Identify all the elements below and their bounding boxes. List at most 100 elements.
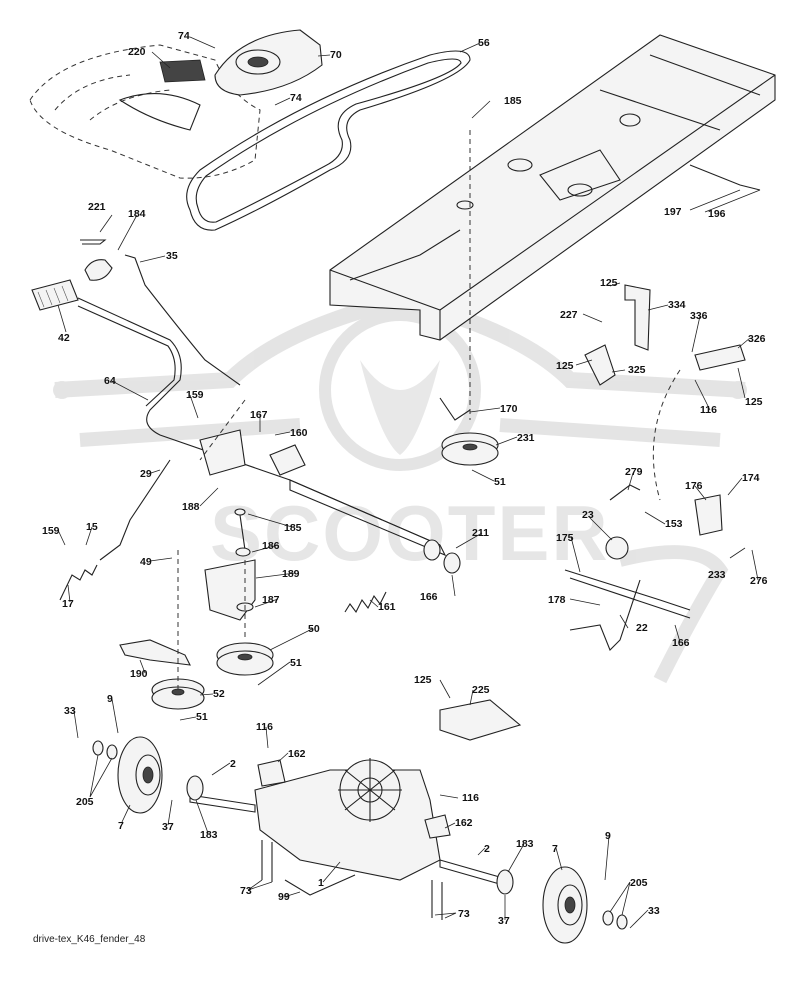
callout-184: 184	[128, 208, 146, 220]
rod-29	[99, 459, 171, 561]
callout-279: 279	[625, 466, 643, 478]
callout-188: 188	[182, 501, 200, 513]
watermark-logo: SCOOTER	[53, 291, 747, 684]
callout-205: 205	[630, 877, 648, 889]
callout-7: 7	[552, 843, 558, 855]
callout-23: 23	[582, 509, 594, 521]
bracket-325	[584, 344, 616, 386]
diagram-caption: drive-tex_K46_fender_48	[33, 934, 146, 945]
hub-7a	[117, 736, 163, 814]
callout-326: 326	[748, 333, 766, 345]
callout-334: 334	[668, 299, 686, 311]
callout-35: 35	[166, 250, 178, 262]
callout-167: 167	[250, 409, 268, 421]
callout-162: 162	[288, 748, 306, 760]
callout-186: 186	[262, 540, 280, 552]
callout-51: 51	[196, 711, 208, 723]
bracket-334	[624, 284, 651, 351]
sphere-23	[605, 536, 629, 560]
callout-276: 276	[750, 575, 768, 587]
callout-52: 52	[213, 688, 225, 700]
bracket-176	[694, 494, 723, 536]
callout-125: 125	[556, 360, 574, 372]
shroud-70	[214, 29, 323, 96]
callout-166: 166	[420, 591, 438, 603]
callout-51: 51	[494, 476, 506, 488]
knob-184	[84, 259, 113, 281]
rod-175	[564, 569, 691, 619]
callout-116: 116	[462, 792, 479, 804]
callout-176: 176	[685, 480, 703, 492]
callout-178: 178	[548, 594, 566, 606]
callout-49: 49	[140, 556, 152, 568]
belt-56	[186, 50, 471, 231]
spring-161	[344, 591, 387, 614]
rod-279	[609, 484, 641, 501]
callout-197: 197	[664, 206, 682, 218]
hub-7b	[542, 866, 588, 944]
callout-70: 70	[330, 49, 342, 61]
callout-73: 73	[458, 908, 470, 920]
callout-17: 17	[62, 598, 74, 610]
callout-225: 225	[472, 684, 490, 696]
callout-187: 187	[262, 594, 280, 606]
callout-9: 9	[107, 693, 113, 705]
callout-325: 325	[628, 364, 646, 376]
rod-35	[124, 254, 241, 386]
callout-1: 1	[318, 877, 324, 889]
bracket-162b	[424, 814, 451, 839]
bearing-183a	[186, 775, 204, 801]
spacer-186	[235, 547, 251, 557]
callout-220: 220	[128, 46, 146, 58]
callout-74: 74	[290, 92, 302, 104]
callout-227: 227	[560, 309, 578, 321]
bolt-185b	[234, 508, 246, 551]
callout-56: 56	[478, 37, 490, 49]
bracket-162a	[257, 759, 286, 787]
callout-29: 29	[140, 468, 152, 480]
callout-221: 221	[88, 201, 106, 213]
callout-205: 205	[76, 796, 94, 808]
callout-74: 74	[178, 30, 190, 42]
transaxle-1	[189, 758, 511, 888]
leader-lines	[57, 36, 761, 929]
callout-99: 99	[278, 891, 290, 903]
callout-125: 125	[414, 674, 432, 686]
callout-166: 166	[672, 637, 690, 649]
bracket-326	[694, 344, 746, 371]
bearing-183b	[496, 869, 514, 895]
pulley-50	[216, 642, 274, 676]
clip-221	[80, 239, 107, 245]
callout-116: 116	[700, 404, 717, 416]
callout-51: 51	[290, 657, 302, 669]
callout-9: 9	[605, 830, 611, 842]
callout-196: 196	[708, 208, 726, 220]
callout-159: 159	[186, 389, 204, 401]
callout-160: 160	[290, 427, 308, 439]
callout-189: 189	[282, 568, 300, 580]
spring-17	[59, 564, 98, 601]
callout-161: 161	[378, 601, 396, 613]
rod-197	[689, 164, 761, 191]
callout-190: 190	[130, 668, 148, 680]
washers-205a	[92, 740, 118, 760]
callout-7: 7	[118, 820, 124, 832]
washers-205b	[602, 910, 628, 930]
guide-lines	[177, 130, 681, 690]
callout-33: 33	[648, 905, 660, 917]
callout-42: 42	[58, 332, 70, 344]
bracket-190	[119, 639, 191, 666]
bracket-188	[199, 429, 246, 476]
callout-159: 159	[42, 525, 60, 537]
callout-185: 185	[504, 95, 522, 107]
callout-170: 170	[500, 403, 518, 415]
fender	[29, 44, 261, 179]
rod-99	[284, 874, 356, 896]
callout-336: 336	[690, 310, 708, 322]
callout-125: 125	[745, 396, 763, 408]
callout-183: 183	[516, 838, 534, 850]
callout-50: 50	[308, 623, 320, 635]
callout-73: 73	[240, 885, 252, 897]
callout-162: 162	[455, 817, 473, 829]
